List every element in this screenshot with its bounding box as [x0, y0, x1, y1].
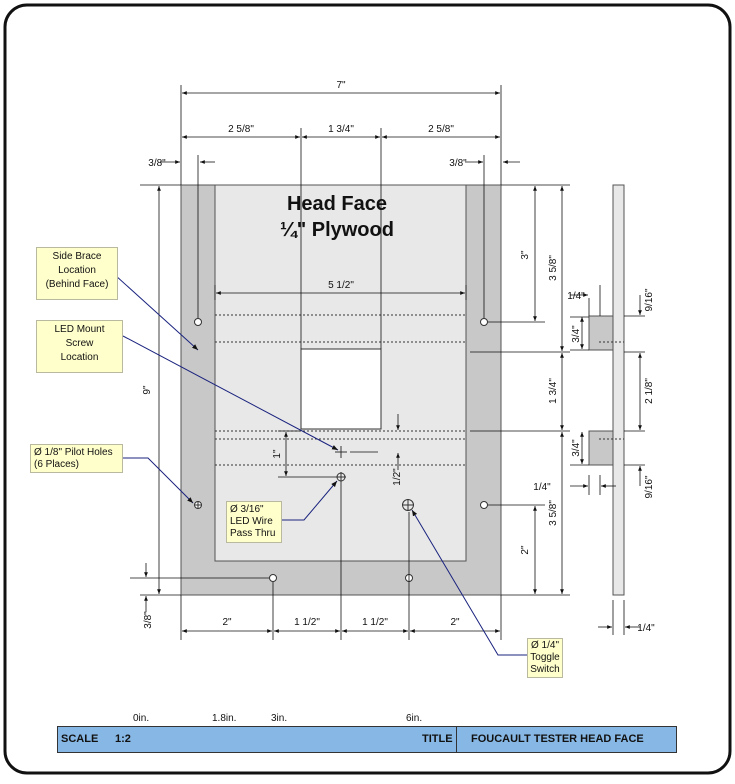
dim-top-left: 2 5/8" [228, 124, 254, 135]
dim-side-3-4-bottom: 3/4" [571, 439, 582, 457]
title-value: FOUCAULT TESTER HEAD FACE [471, 733, 644, 745]
dim-side-quarter-top: 1/4" [567, 291, 585, 302]
callout-leaders [114, 274, 527, 656]
dim-side-quarter-mid: 1/4" [533, 482, 551, 493]
scale-value: 1:2 [115, 733, 131, 745]
center-cutout [300, 348, 382, 430]
dim-right-3: 3" [520, 250, 531, 260]
dimension-labels: 7" 2 5/8" 1 3/4" 2 5/8" 3/8" 3/8" 5 1/2"… [142, 80, 655, 634]
hole-crosshairs [194, 446, 414, 511]
dim-left-inset: 3/8" [148, 158, 166, 169]
scale-tick-0: 0in. [133, 713, 150, 724]
dim-half-inch: 1/2" [392, 468, 403, 486]
dimension-lines [144, 91, 564, 633]
dim-inner-width: 5 1/2" [328, 280, 354, 291]
scale-tick-3: 6in. [406, 713, 423, 724]
side-view-brace-bottom [588, 430, 614, 466]
scale-label: SCALE [61, 733, 99, 745]
dim-top-mid: 1 3/4" [328, 124, 354, 135]
scale-tick-1: 1.8in. [212, 713, 237, 724]
dim-top-right: 2 5/8" [428, 124, 454, 135]
dim-bottom-1: 2" [222, 617, 232, 628]
title-block: SCALE 1:2 TITLE FOUCAULT TESTER HEAD FAC… [57, 726, 677, 753]
drawing-title-line2: ¼" Plywood [280, 219, 394, 241]
side-dimension-lines [570, 285, 645, 635]
dim-right-3-5-8-bottom: 3 5/8" [548, 500, 559, 526]
side-hidden-lines [599, 341, 624, 440]
dim-bottom-2: 1 1/2" [294, 617, 320, 628]
callout-pilot-holes: Ø 1/8" Pilot Holes(6 Places) [30, 444, 123, 473]
dim-overall-height: 9" [142, 385, 153, 395]
dim-bottom-3: 1 1/2" [362, 617, 388, 628]
dim-bottom-left-3-8: 3/8" [143, 611, 154, 629]
dim-side-2-1-8: 2 1/8" [644, 378, 655, 404]
dim-side-9-16-top: 9/16" [644, 288, 655, 311]
side-view-brace-top [588, 315, 614, 351]
hidden-lines [215, 314, 466, 466]
dim-bottom-4: 2" [450, 617, 460, 628]
extension-lines [130, 85, 570, 640]
dim-right-3-5-8-top: 3 5/8" [548, 255, 559, 281]
drawing-title-line1: Head Face [287, 193, 387, 215]
side-view-panel [612, 184, 625, 596]
dim-side-3-4-top: 3/4" [571, 325, 582, 343]
dim-overall-width: 7" [336, 80, 346, 91]
dim-right-2: 2" [520, 545, 531, 555]
dim-right-1-3-4: 1 3/4" [548, 378, 559, 404]
dim-one-inch: 1" [272, 449, 283, 459]
dim-side-9-16-bottom: 9/16" [644, 475, 655, 498]
scale-bar-slot [144, 727, 418, 752]
dim-right-inset: 3/8" [449, 158, 467, 169]
dim-side-quarter-bottom: 1/4" [637, 623, 655, 634]
scale-tick-2: 3in. [271, 713, 288, 724]
title-label: TITLE [422, 733, 453, 745]
title-divider [456, 727, 457, 752]
